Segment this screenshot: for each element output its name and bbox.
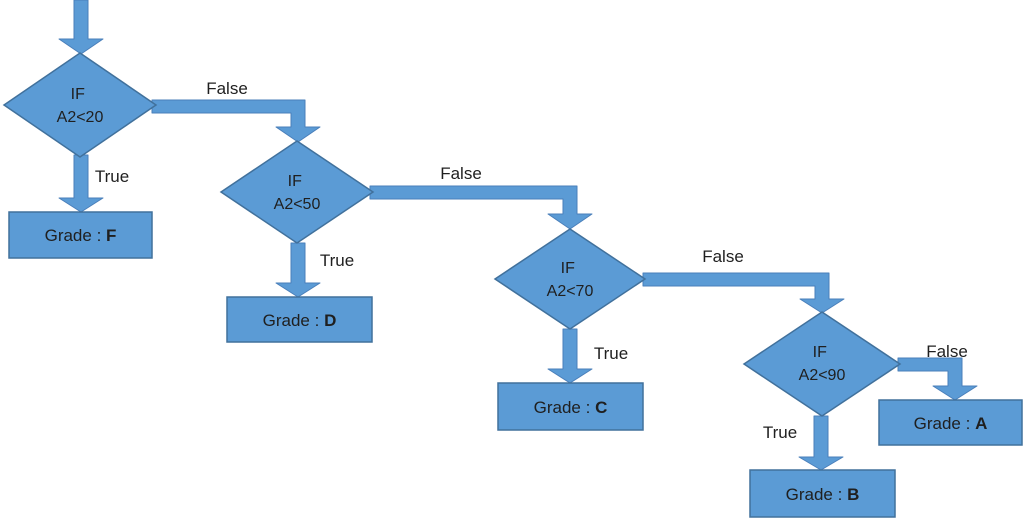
result-label: Grade : B — [786, 485, 860, 504]
false-label: False — [926, 342, 968, 361]
decision-a2-lt-70 — [493, 228, 647, 330]
entry-arrow — [58, 0, 104, 55]
false-arrow-3 — [642, 272, 845, 314]
false-arrow-1 — [151, 99, 321, 143]
result-box-grade-d — [226, 296, 373, 343]
true-label: True — [95, 167, 129, 186]
true-label: True — [763, 423, 797, 442]
false-label: False — [206, 79, 248, 98]
true-arrow-2 — [275, 242, 321, 298]
decision-label: IF A2<90 — [799, 344, 846, 384]
decision-a2-lt-90 — [742, 311, 902, 417]
result-label: Grade : D — [263, 311, 337, 330]
result-box-grade-c — [497, 382, 644, 431]
result-label: Grade : A — [914, 414, 988, 433]
decision-a2-lt-50 — [219, 140, 375, 244]
decision-label: IF A2<20 — [57, 86, 104, 126]
false-arrow-2 — [369, 185, 593, 230]
false-arrow-4 — [897, 357, 978, 401]
decision-label: IF A2<50 — [274, 173, 321, 213]
decision-a2-lt-20 — [2, 52, 158, 158]
true-arrow-3 — [547, 328, 593, 384]
true-label: True — [320, 251, 354, 270]
result-box-grade-b — [749, 469, 896, 518]
result-label: Grade : F — [45, 226, 117, 245]
result-box-grade-f — [8, 211, 153, 259]
decision-label: IF A2<70 — [547, 260, 594, 300]
false-label: False — [702, 247, 744, 266]
true-arrow-1 — [58, 154, 104, 213]
result-box-grade-a — [878, 399, 1023, 446]
true-label: True — [594, 344, 628, 363]
result-label: Grade : C — [534, 398, 608, 417]
false-label: False — [440, 164, 482, 183]
true-arrow-4 — [798, 415, 844, 471]
